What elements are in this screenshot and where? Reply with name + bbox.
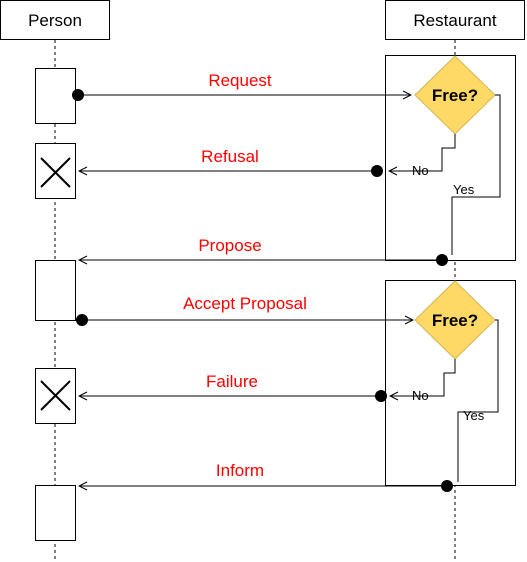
propose-message: Propose: [79, 236, 448, 266]
person-header: Person: [0, 0, 110, 40]
accept-label: Accept Proposal: [183, 294, 307, 313]
refusal-label: Refusal: [201, 147, 259, 166]
failure-message: Failure: [79, 372, 387, 402]
person-terminate-1: [35, 143, 76, 199]
cross-icon: [40, 157, 71, 188]
inform-message: Inform: [79, 461, 453, 492]
request-message: Request: [72, 71, 411, 101]
accept-message: Accept Proposal: [76, 294, 413, 326]
decision-1-label: Free?: [432, 86, 478, 105]
person-activation-2: [35, 260, 76, 321]
person-activation-1: [35, 68, 76, 124]
decision-2: Free? No Yes: [390, 280, 499, 482]
decision-2-no: No: [412, 388, 429, 403]
decision-1: Free? No Yes: [389, 55, 501, 255]
decision-2-yes: Yes: [463, 408, 485, 423]
propose-label: Propose: [198, 236, 261, 255]
decision-2-label: Free?: [432, 311, 478, 330]
inform-label: Inform: [216, 461, 264, 480]
person-terminate-2: [35, 368, 76, 424]
refusal-message: Refusal: [79, 147, 383, 177]
decision-1-no: No: [412, 163, 429, 178]
failure-label: Failure: [206, 372, 258, 391]
request-label: Request: [208, 71, 272, 90]
person-activation-3: [35, 485, 76, 541]
cross-icon: [40, 380, 71, 411]
person-label: Person: [28, 11, 82, 30]
decision-1-yes: Yes: [453, 182, 475, 197]
restaurant-header: Restaurant: [385, 0, 525, 40]
restaurant-label: Restaurant: [413, 11, 496, 30]
